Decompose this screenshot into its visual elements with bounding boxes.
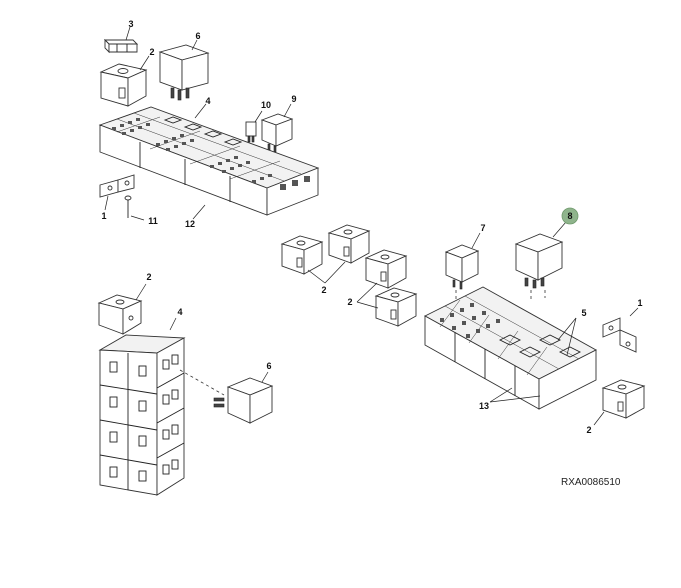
- callout-12: 12: [185, 219, 195, 229]
- part-2-relay-mid-d: [374, 287, 418, 327]
- part-13-fuse-panel-right: [424, 286, 597, 410]
- part-9-micro-relay: [260, 103, 294, 153]
- part-2-relay-mid-a: [280, 235, 324, 275]
- figure-reference-code: RXA0086510: [561, 477, 621, 488]
- callout-11: 11: [148, 216, 158, 226]
- panel-relay-outlines-right: [498, 334, 582, 358]
- panel-fuses-top: [112, 118, 310, 190]
- part-10-fuse: [245, 110, 263, 143]
- callout-2: 2: [149, 47, 154, 57]
- part-2-relay-mid-b: [327, 224, 371, 264]
- panel-relay-outlines-top: [163, 116, 243, 146]
- part-2-relay-top: [99, 55, 150, 107]
- callout-7: 7: [480, 223, 485, 233]
- part-8-relay: [514, 221, 567, 300]
- callout-6: 6: [266, 361, 271, 371]
- relay-stack-sockets: [109, 354, 179, 482]
- callout-2: 2: [347, 297, 352, 307]
- part-1-bracket-right: [602, 307, 639, 353]
- part-7-micro-relay: [444, 232, 481, 302]
- panel-grid-right: [439, 295, 580, 376]
- part-2-relay-mid-c: [364, 249, 408, 289]
- callout-6: 6: [195, 31, 200, 41]
- part-6-relay-bottom: [179, 369, 274, 424]
- callout-3: 3: [128, 19, 133, 29]
- callout-9: 9: [291, 94, 296, 104]
- callout-10: 10: [261, 100, 271, 110]
- leader-lines-2-mid: [307, 261, 379, 309]
- callout-8: 8: [567, 211, 572, 221]
- part-1-bracket-top: [99, 174, 135, 211]
- callout-1: 1: [637, 298, 642, 308]
- callout-13: 13: [479, 401, 489, 411]
- part-4-relay-stack: [98, 317, 186, 496]
- callout-1: 1: [101, 211, 106, 221]
- callout-4: 4: [205, 96, 210, 106]
- part-4-fuse-panel-top: [98, 103, 320, 220]
- callout-2: 2: [586, 425, 591, 435]
- panel-fuses-right: [440, 303, 500, 338]
- callout-5: 5: [581, 308, 586, 318]
- part-11-screw: [124, 195, 145, 221]
- callout-8-highlight: [561, 207, 579, 225]
- part-3-jumper: [103, 26, 139, 54]
- callout-2: 2: [146, 272, 151, 282]
- callout-2: 2: [321, 285, 326, 295]
- part-6-relay-top: [158, 39, 210, 101]
- callout-4: 4: [177, 307, 182, 317]
- panel-grid-top: [108, 109, 302, 182]
- part-2-relay-right: [593, 379, 646, 426]
- part-2-relay-bottom-left: [97, 283, 147, 335]
